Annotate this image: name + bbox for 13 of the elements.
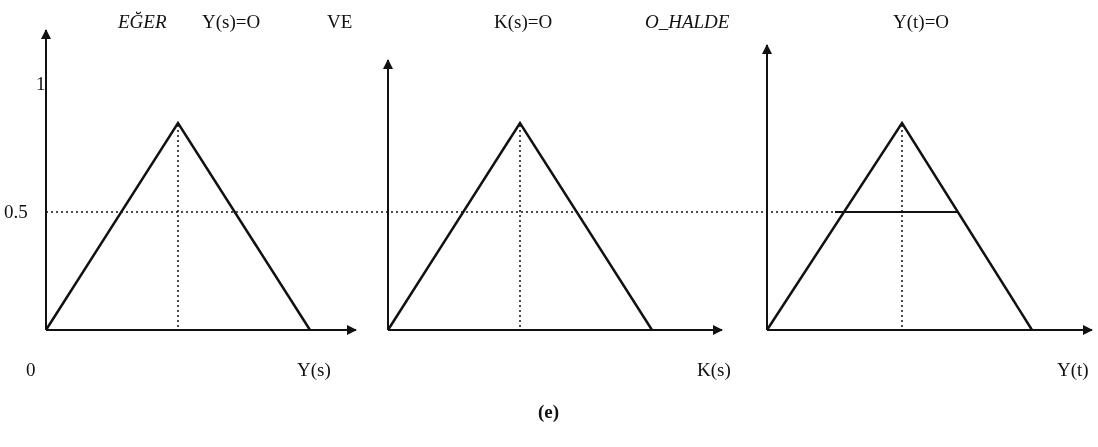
- axis-label: O_HALDE: [645, 12, 730, 31]
- axis-label: K(s)=O: [494, 12, 553, 31]
- axis-label: 1: [36, 74, 46, 93]
- caption: (e): [538, 402, 560, 421]
- axis-label: 0.5: [4, 202, 28, 221]
- axis-label: Y(t): [1057, 360, 1089, 379]
- axis-label: Y(t)=O: [893, 12, 950, 31]
- axis-label: K(s): [697, 360, 731, 379]
- axis-label: 0: [26, 360, 36, 379]
- axis-label: Y(s): [297, 360, 331, 379]
- axis-label: EĞER: [118, 12, 167, 31]
- axis-label: Y(s)=O: [202, 12, 261, 31]
- axis-label: VE: [327, 12, 353, 31]
